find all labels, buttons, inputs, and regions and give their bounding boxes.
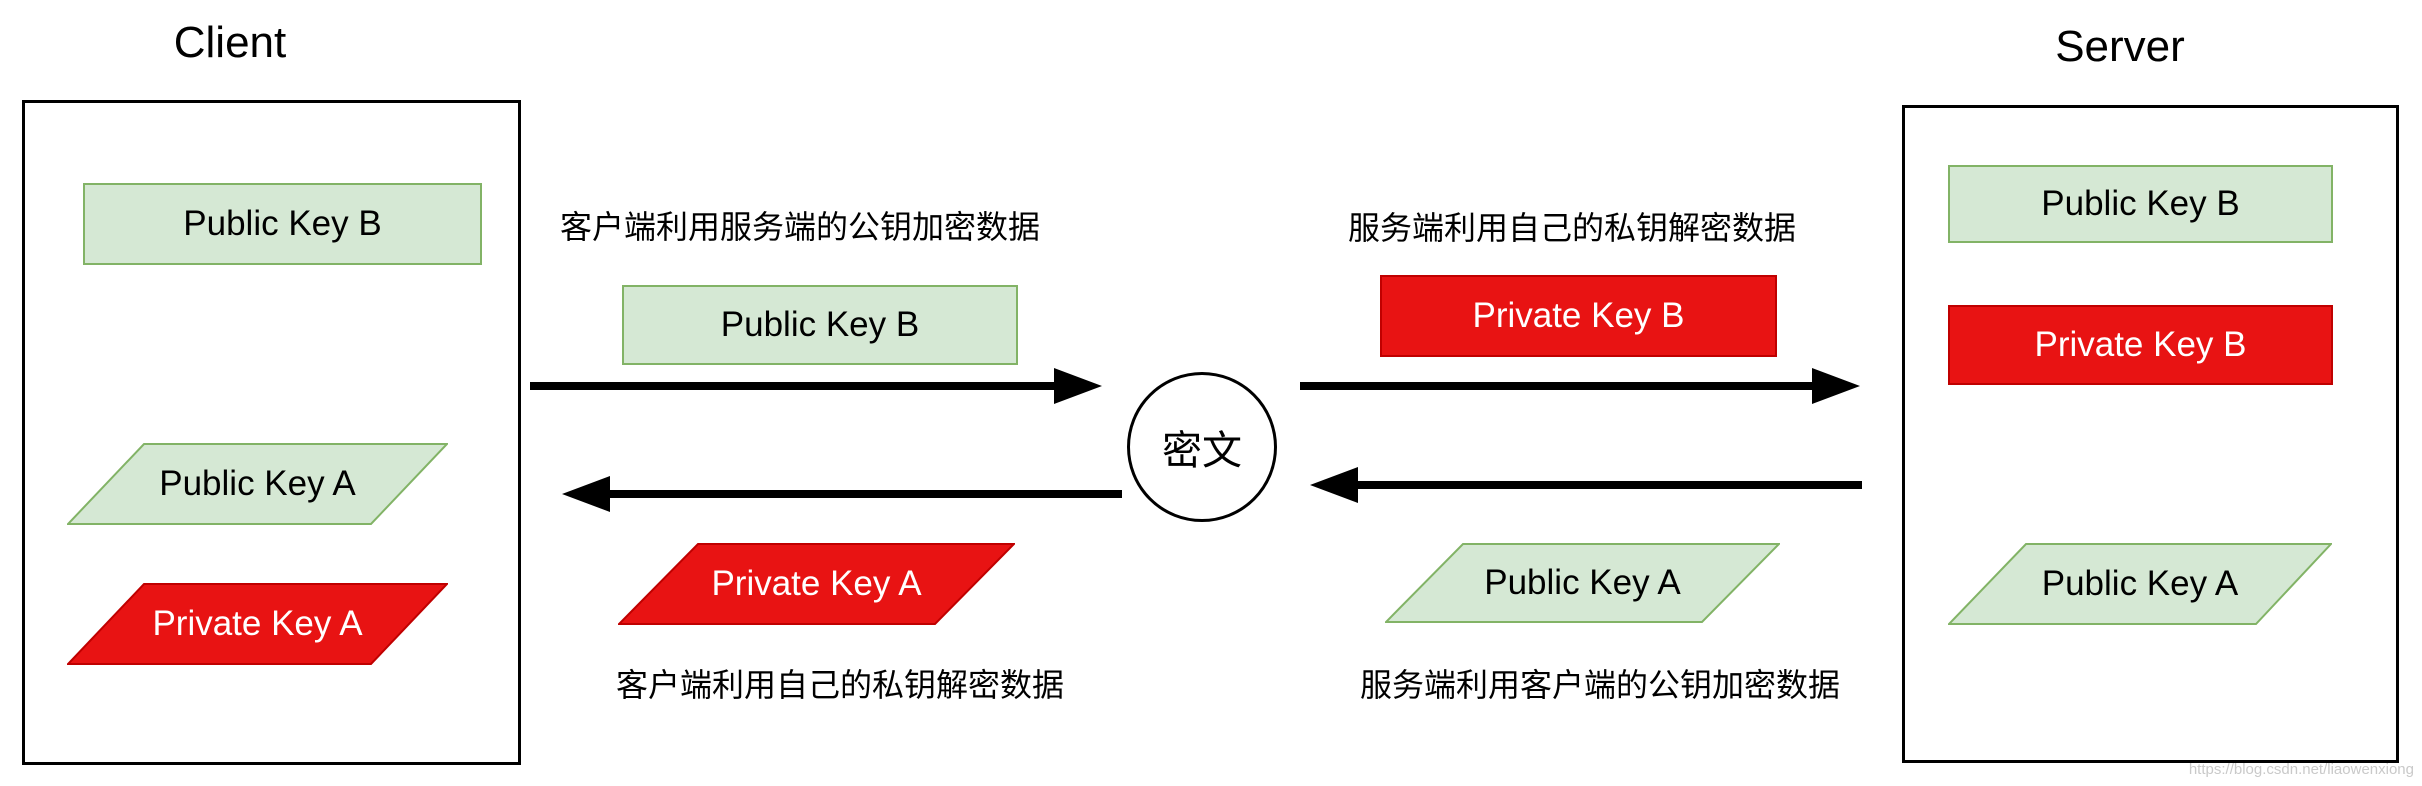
server-public-key-b-label: Public Key B — [2041, 184, 2240, 223]
client-title: Client — [173, 18, 287, 67]
client-public-key-b-rect: Public Key B — [83, 183, 482, 265]
arrow-client-to-cipher-line — [530, 382, 1058, 390]
arrow-server-to-cipher-head — [1310, 467, 1358, 503]
flow-private-key-a-parallelogram: Private Key A — [618, 543, 1015, 625]
flow-private-key-b-rect: Private Key B — [1380, 275, 1777, 357]
client-public-key-b-label: Public Key B — [183, 204, 382, 243]
public-key-parallelogram-shape — [1948, 543, 2332, 625]
arrow-cipher-to-client-line — [606, 490, 1122, 498]
caption-server-encrypt: 服务端利用客户端的公钥加密数据 — [1359, 667, 1841, 703]
client-public-key-a-label: Public Key A — [159, 464, 356, 503]
flow-private-key-a-label: Private Key A — [711, 564, 922, 603]
flow-private-key-b-label: Private Key B — [1472, 296, 1685, 335]
arrow-client-to-cipher-head — [1054, 368, 1102, 404]
arrow-cipher-to-client-head — [562, 476, 610, 512]
caption-client-decrypt: 客户端利用自己的私钥解密数据 — [615, 667, 1065, 703]
arrow-server-to-cipher-line — [1354, 481, 1862, 489]
client-private-key-a-label: Private Key A — [152, 604, 363, 643]
server-private-key-b-rect: Private Key B — [1948, 305, 2333, 385]
server-public-key-b-rect: Public Key B — [1948, 165, 2333, 243]
flow-public-key-a-label: Public Key A — [1484, 563, 1681, 602]
flow-public-key-b-label: Public Key B — [720, 305, 920, 344]
private-key-parallelogram-shape — [618, 543, 1015, 625]
server-private-key-b-label: Private Key B — [2034, 325, 2247, 364]
ciphertext-label: 密文 — [1162, 429, 1242, 473]
private-key-parallelogram-shape — [67, 583, 448, 665]
server-title: Server — [2055, 22, 2185, 71]
ciphertext-circle: 密文 — [1127, 372, 1277, 522]
arrow-cipher-to-server-line — [1300, 382, 1816, 390]
server-public-key-a-label: Public Key A — [2041, 564, 2239, 603]
server-public-key-a-parallelogram: Public Key A — [1948, 543, 2332, 625]
client-private-key-a-parallelogram: Private Key A — [67, 583, 448, 665]
caption-client-encrypt: 客户端利用服务端的公钥加密数据 — [559, 209, 1041, 245]
arrow-cipher-to-server-head — [1812, 368, 1860, 404]
watermark-url: https://blog.csdn.net/liaowenxiong — [2188, 761, 2414, 778]
public-key-parallelogram-shape — [1385, 543, 1780, 623]
flow-public-key-b-rect: Public Key B — [622, 285, 1018, 365]
flow-public-key-a-parallelogram: Public Key A — [1385, 543, 1780, 623]
caption-server-decrypt: 服务端利用自己的私钥解密数据 — [1347, 210, 1797, 246]
public-key-parallelogram-shape — [67, 443, 448, 525]
client-public-key-a-parallelogram: Public Key A — [67, 443, 448, 525]
